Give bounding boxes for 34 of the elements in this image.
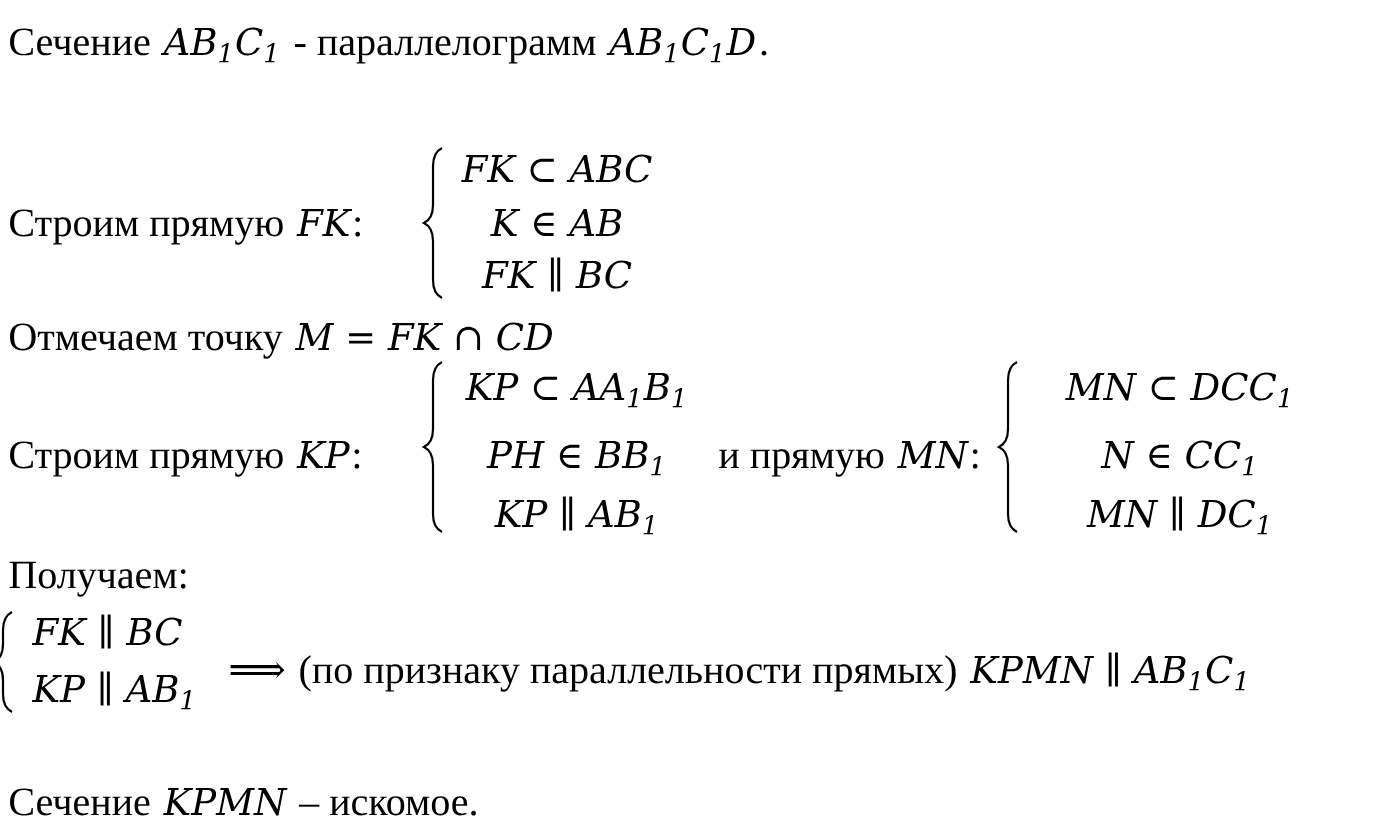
sentence-text: Сечение [10,28,150,56]
sentence-text: Сечение [10,788,150,816]
sentence-text: (по признаку параллельности прямых) [300,655,956,692]
formula: M = FK ∩ CD [294,322,552,351]
sentence-text: : [972,449,978,469]
sentence-text: Получаем: [9,561,186,597]
implication-sign: ⟹ [230,661,285,679]
formula: K ∈ AB [490,209,622,236]
formula: FK ⊂ ABC [461,154,652,183]
sentence-text: - параллелограмм [295,36,596,64]
sentence-text: : [355,217,361,237]
formula: PH ∈ BB$_{1}$ [486,441,661,476]
formula: FK ∥ BC [31,614,182,649]
formula: FK [296,209,353,236]
formula: KP ⊂ AA$_{1}$B$_{1}$ [465,373,683,408]
sentence-text: Строим прямую [10,441,283,477]
formula: KP ∥ AB$_{1}$ [494,496,654,535]
formula: N ∈ CC$_{1}$ [1100,440,1253,476]
sentence-text: : [354,449,360,469]
sentence-text: . [761,50,767,56]
sentence-text: – искомое. [298,796,476,816]
formula: KP [296,441,350,468]
formula: MN ∥ DC$_{1}$ [1086,496,1268,535]
formula: AB$_{1}$C$_{1}$D [606,27,755,63]
formula: FK ∥ BC [481,257,632,292]
sentence-text: и прямую [719,449,884,477]
formula: MN ⊂ DCC$_{1}$ [1065,372,1289,408]
formula: MN [897,441,969,469]
formula: KPMN ∥ AB$_{1}$C$_{1}$ [969,652,1245,691]
formula: AB$_{1}$C$_{1}$ [160,27,275,63]
sentence-text: Строим прямую [10,209,283,245]
formula: KP ∥ AB$_{1}$ [31,671,191,710]
sentence-text: Отмечаем точку [10,323,283,359]
formula: KPMN [163,788,288,816]
